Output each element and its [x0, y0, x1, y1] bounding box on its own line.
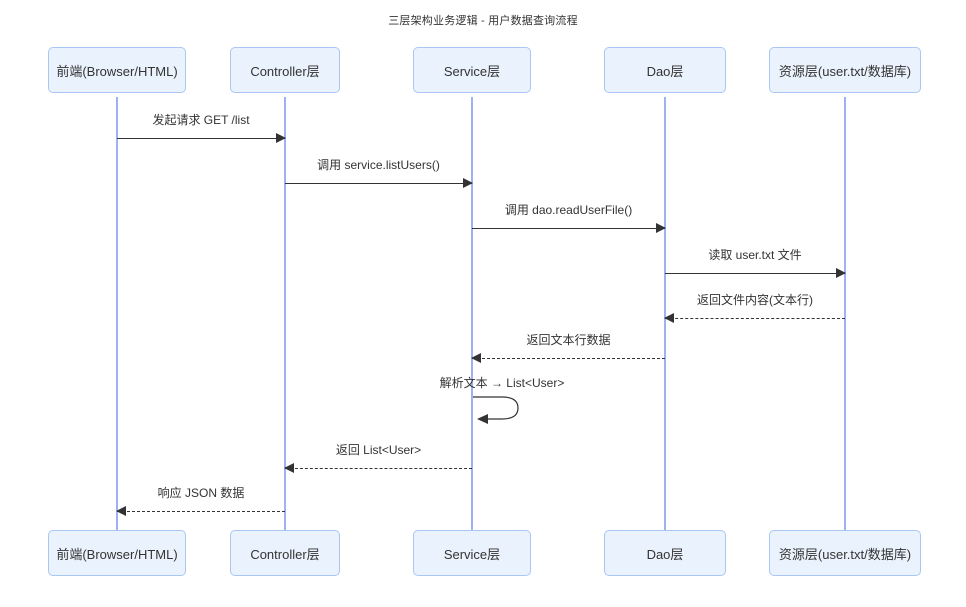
lifeline-controller [284, 97, 286, 530]
message-label: 读取 user.txt 文件 [708, 248, 802, 262]
message-arrow [665, 267, 846, 281]
participant-label: 前端(Browser/HTML) [56, 546, 178, 562]
arrowhead-left-icon [471, 353, 481, 363]
participant-label: Dao层 [646, 546, 684, 562]
message-return-file-content: 返回文件内容(文本行) [664, 292, 845, 326]
arrowhead-left-icon [116, 506, 126, 516]
message-label: 返回文件内容(文本行) [697, 293, 813, 307]
message-return-list-user: 返回 List<User> [284, 442, 472, 476]
self-message-parse-text: 解析文本 → List<User> [440, 375, 564, 424]
message-arrow [284, 462, 472, 476]
lifeline-service [471, 97, 473, 530]
arrowhead-left-icon [284, 463, 294, 473]
message-read-user-txt: 读取 user.txt 文件 [665, 247, 846, 281]
participant-label: Controller层 [250, 63, 320, 79]
message-arrow [472, 222, 666, 236]
diagram-title: 三层架构业务逻辑 - 用户数据查询流程 [388, 15, 578, 27]
arrowhead-right-icon [276, 133, 286, 143]
self-message-label: 解析文本 → List<User> [439, 376, 565, 390]
arrowhead-left-icon [664, 313, 674, 323]
message-arrow [471, 352, 665, 366]
participant-label: 资源层(user.txt/数据库) [778, 63, 912, 79]
arrowhead-right-icon [656, 223, 666, 233]
participant-label: 资源层(user.txt/数据库) [778, 546, 912, 562]
participant-box-resource-bottom[interactable]: 资源层(user.txt/数据库) [769, 530, 921, 576]
participant-box-controller-top[interactable]: Controller层 [230, 47, 340, 93]
participant-box-controller-bottom[interactable]: Controller层 [230, 530, 340, 576]
lifeline-frontend [116, 97, 118, 530]
message-arrow [117, 132, 286, 146]
message-arrow [664, 312, 845, 326]
participant-box-service-top[interactable]: Service层 [413, 47, 531, 93]
arrowhead-right-icon [463, 178, 473, 188]
lifeline-resource [844, 97, 846, 530]
participant-box-dao-bottom[interactable]: Dao层 [604, 530, 726, 576]
participant-label: Service层 [443, 546, 501, 562]
message-label: 发起请求 GET /list [152, 113, 250, 127]
message-label: 调用 service.listUsers() [317, 158, 440, 172]
message-arrow [116, 505, 285, 519]
message-label: 返回文本行数据 [526, 333, 611, 347]
message-label: 调用 dao.readUserFile() [504, 203, 633, 217]
message-return-text-rows: 返回文本行数据 [471, 332, 665, 366]
participant-box-frontend-bottom[interactable]: 前端(Browser/HTML) [48, 530, 186, 576]
participant-box-resource-top[interactable]: 资源层(user.txt/数据库) [769, 47, 921, 93]
participant-box-frontend-top[interactable]: 前端(Browser/HTML) [48, 47, 186, 93]
self-loop-arrow-icon [473, 396, 519, 424]
message-label: 返回 List<User> [335, 443, 422, 457]
message-call-readuserfile: 调用 dao.readUserFile() [472, 202, 666, 236]
message-call-listusers: 调用 service.listUsers() [285, 157, 473, 191]
participant-label: 前端(Browser/HTML) [56, 63, 178, 79]
message-label: 响应 JSON 数据 [157, 486, 245, 500]
participant-label: Dao层 [646, 63, 684, 79]
participant-box-dao-top[interactable]: Dao层 [604, 47, 726, 93]
arrowhead-right-icon [836, 268, 846, 278]
participant-label: Service层 [443, 63, 501, 79]
participant-label: Controller层 [250, 546, 320, 562]
message-get-list: 发起请求 GET /list [117, 112, 286, 146]
participant-box-service-bottom[interactable]: Service层 [413, 530, 531, 576]
message-response-json: 响应 JSON 数据 [116, 485, 285, 519]
message-arrow [285, 177, 473, 191]
